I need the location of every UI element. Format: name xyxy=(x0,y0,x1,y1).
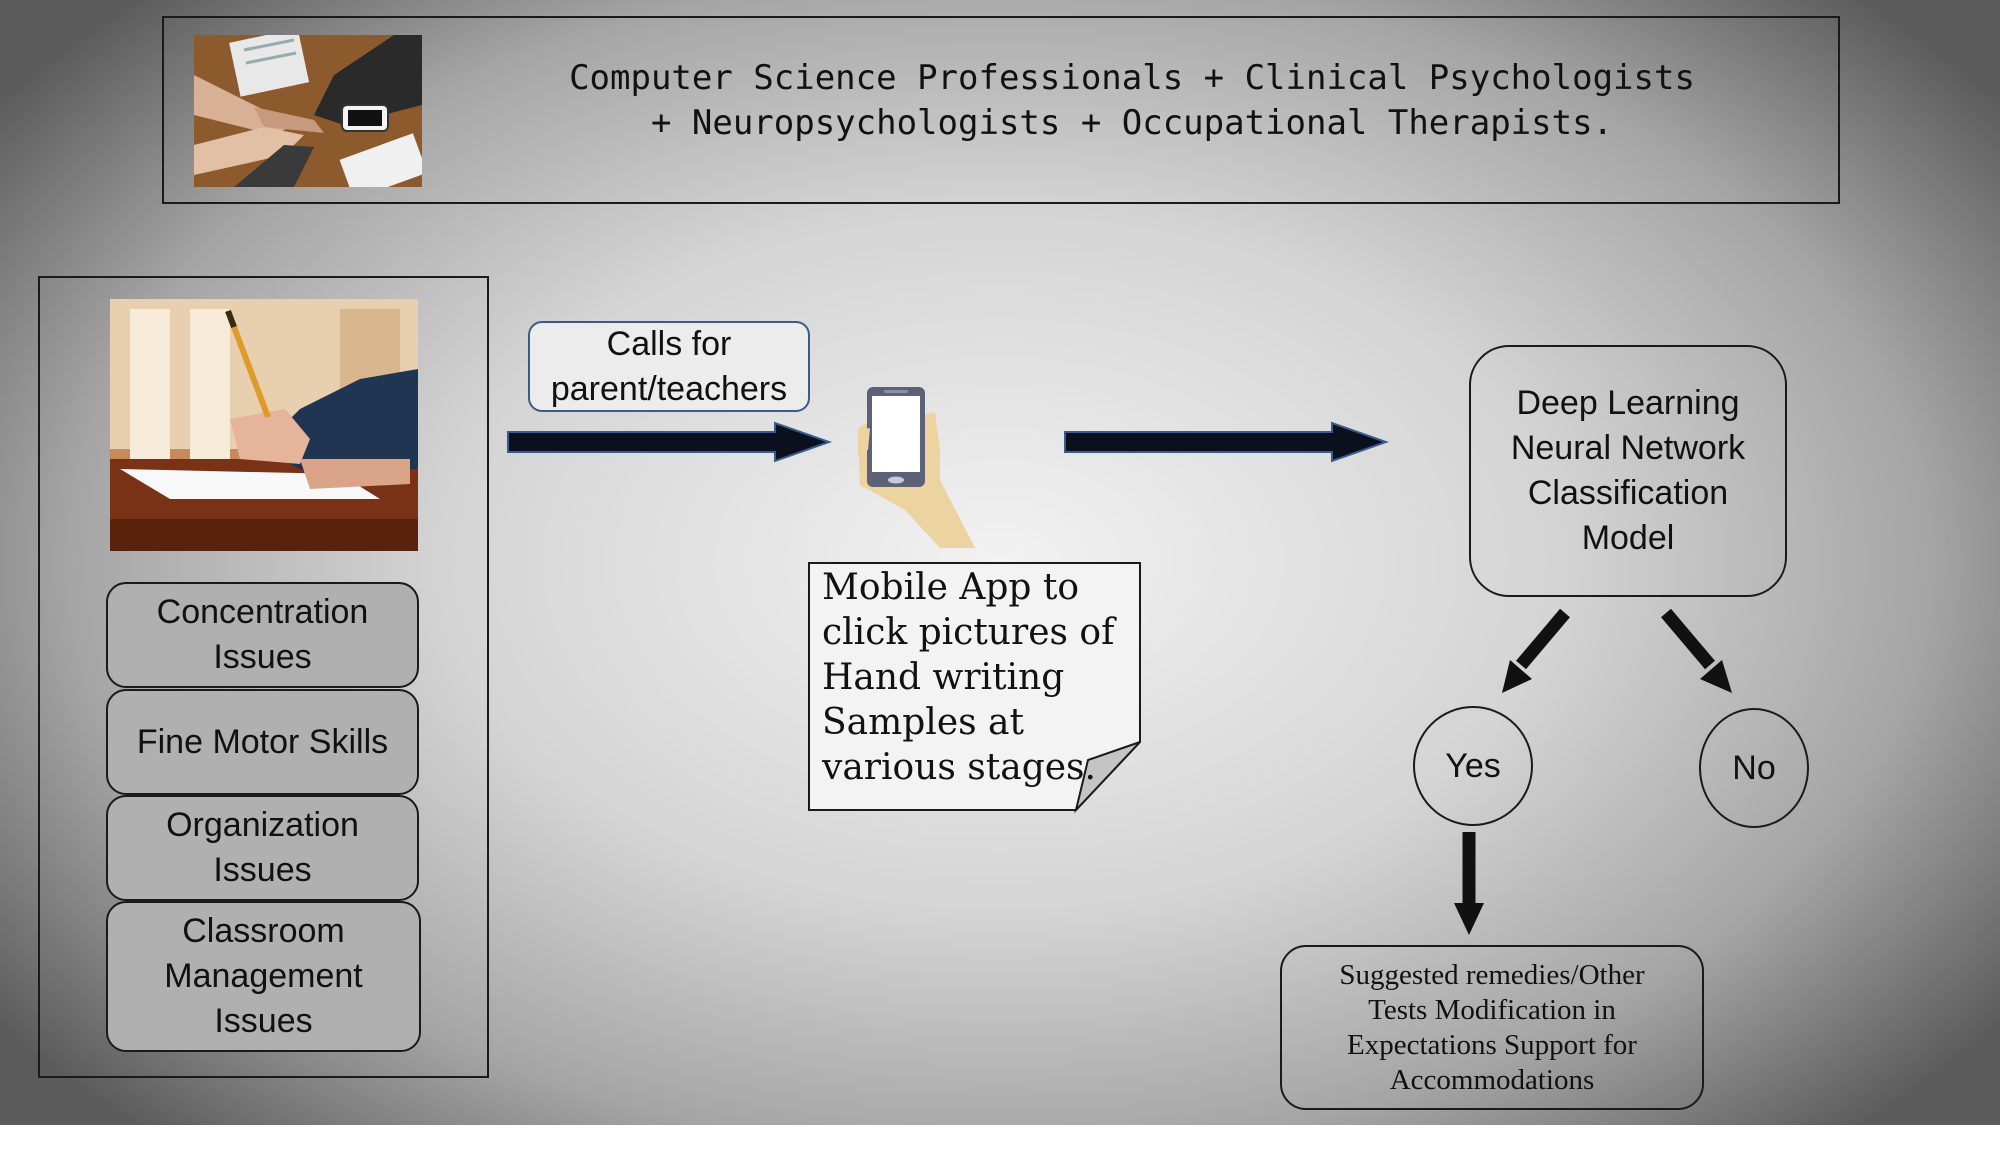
arrow-to-phone xyxy=(507,421,833,463)
issue-concentration-line1: Concentration xyxy=(156,593,369,631)
calls-line1: Calls for xyxy=(606,324,732,363)
header-line-2: + Neuropsychologists + Occupational Ther… xyxy=(650,103,1614,143)
symptoms-panel xyxy=(38,276,489,1078)
diagram-shapes xyxy=(507,387,1732,935)
note-line-2: click pictures of xyxy=(822,612,1115,653)
issue-classroom-line1: Classroom xyxy=(182,912,345,950)
model-line-4: Model xyxy=(1581,519,1675,557)
arrow-to-no xyxy=(1661,608,1732,693)
handwriting-photo xyxy=(110,299,418,551)
model-line-3: Classification xyxy=(1527,474,1729,512)
remedies-line-4: Accommodations xyxy=(1389,1063,1595,1096)
issue-organization-line2: Issues xyxy=(213,851,312,889)
arrow-to-model xyxy=(1064,421,1390,463)
team-hands-photo xyxy=(194,35,422,187)
no-node: No xyxy=(1699,708,1809,828)
note-line-3: Hand writing xyxy=(822,657,1065,698)
yes-label: Yes xyxy=(1445,746,1501,785)
remedies-line-3: Expectations Support for xyxy=(1347,1028,1637,1061)
yes-node: Yes xyxy=(1413,706,1533,826)
calls-box: Calls for parent/teachers xyxy=(528,321,810,412)
remedies-line-2: Tests Modification in xyxy=(1368,993,1616,1026)
note-line-4: Samples at xyxy=(822,702,1024,743)
issue-fine-motor-label: Fine Motor Skills xyxy=(136,722,389,761)
note-line-5: various stages. xyxy=(822,747,1096,788)
header-line-1: Computer Science Professionals + Clinica… xyxy=(569,58,1695,98)
model-line-1: Deep Learning xyxy=(1516,384,1740,422)
calls-line2: parent/teachers xyxy=(550,369,788,408)
arrow-to-yes xyxy=(1502,608,1570,693)
no-label: No xyxy=(1732,748,1776,787)
remedies-box: Suggested remedies/Other Tests Modificat… xyxy=(1280,945,1704,1110)
issue-classroom-line2: Management xyxy=(164,957,363,995)
classification-model-box: Deep Learning Neural Network Classificat… xyxy=(1469,345,1787,597)
issue-classroom-line3: Issues xyxy=(214,1002,313,1040)
team-header-text: Computer Science Professionals + Clinica… xyxy=(482,56,1782,146)
note-line-1: Mobile App to xyxy=(822,567,1080,608)
diagram-canvas: Computer Science Professionals + Clinica… xyxy=(0,0,2000,1125)
mobile-app-note-text: Mobile App to click pictures of Hand wri… xyxy=(822,565,1122,790)
note-fold-corner xyxy=(1074,741,1141,814)
team-header-box: Computer Science Professionals + Clinica… xyxy=(162,16,1840,204)
remedies-line-1: Suggested remedies/Other xyxy=(1339,958,1645,991)
arrow-to-remedies xyxy=(1454,832,1484,935)
issue-concentration-line2: Issues xyxy=(213,638,312,676)
phone-icon xyxy=(858,387,975,548)
issue-fine-motor: Fine Motor Skills xyxy=(106,689,419,795)
model-line-2: Neural Network xyxy=(1510,429,1746,467)
issue-organization-line1: Organization xyxy=(166,806,359,844)
